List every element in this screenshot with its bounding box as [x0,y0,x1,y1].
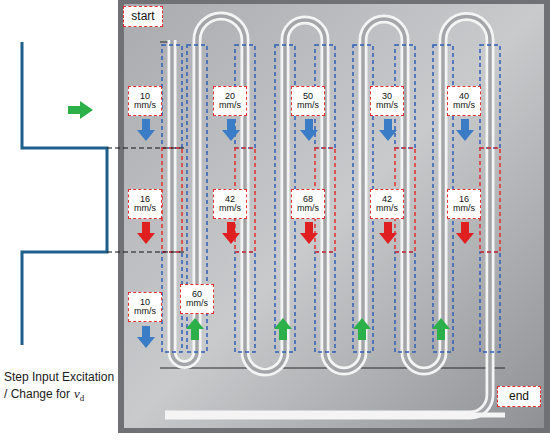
node-text: 10 mm/s [131,92,159,111]
flow-arrow [186,318,204,340]
photo-frame [118,0,550,433]
flow-arrow [137,326,155,348]
segment-box [162,148,182,252]
flow-arrow [222,119,240,141]
metal-plate [124,4,544,428]
flow-arrow [274,318,292,340]
flow-arrow [432,318,450,340]
leader-line [107,251,185,252]
speed-tag: 16 mm/s [128,189,162,219]
node-text: 42 mm/s [373,195,401,214]
symbol-text: d [80,393,85,403]
flow-arrow [379,222,397,244]
node-text: 30 mm/s [373,92,401,111]
flow-arrow [456,119,474,141]
node-text: 16 mm/s [131,195,159,214]
symbol-text: v [74,386,80,401]
segment-box [480,148,500,252]
flow-arrow [137,119,155,141]
segment-box [480,45,500,148]
speed-tag: 16 mm/s [447,189,481,219]
flow-arrow [222,222,240,244]
flow-arrow [300,222,318,244]
flow-arrow [353,318,371,340]
endpoint-tag: end [497,386,541,407]
node-text: 50 mm/s [294,92,322,111]
leader-line [107,147,185,148]
node-text: 42 mm/s [216,195,244,214]
endpoint-tag: start [123,6,163,27]
flow-arrow [68,101,93,119]
speed-tag: 42 mm/s [370,189,404,219]
speed-tag: 30 mm/s [370,86,404,116]
caption-text: Step Input Excitation / Change for [4,370,114,401]
segment-box [235,252,255,352]
node-text: 10 mm/s [131,298,159,317]
speed-tag: 40 mm/s [447,86,481,116]
segment-box [315,252,335,352]
channel-wall [165,16,490,415]
node-text: 68 mm/s [294,195,322,214]
speed-tag: 20 mm/s [213,86,247,116]
speed-tag: 10 mm/s [128,292,162,322]
node-text: 20 mm/s [216,92,244,111]
segment-box [395,252,415,352]
channel-wall [165,413,505,418]
speed-tag: 42 mm/s [213,189,247,219]
node-text: 16 mm/s [450,195,478,214]
node-text: 40 mm/s [450,92,478,111]
flow-arrow [379,119,397,141]
flow-arrow [456,222,474,244]
segment-box [162,45,182,148]
segment-box [162,252,182,352]
speed-tag: 68 mm/s [291,189,325,219]
axis-caption: Step Input Excitation / Change forvd [4,370,116,405]
step-signal [22,42,107,345]
speed-tag: 50 mm/s [291,86,325,116]
segment-box [480,252,500,352]
flow-arrow [137,222,155,244]
speed-tag: 60 mm/s [180,284,214,314]
node-text: start [131,10,154,23]
channel-groove [165,16,490,415]
node-text: 60 mm/s [183,290,211,309]
node-text: end [509,390,529,403]
speed-tag: 10 mm/s [128,86,162,116]
flow-arrow [300,119,318,141]
